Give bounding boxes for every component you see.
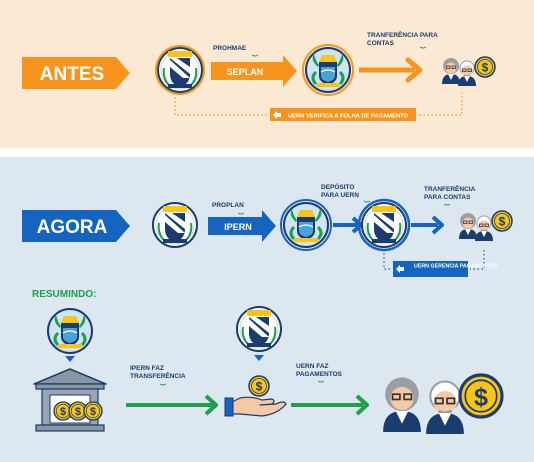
- resumindo-title: RESUMINDO:: [32, 289, 96, 300]
- svg-text:$: $: [60, 406, 66, 418]
- coin-icon: $: [53, 401, 73, 421]
- state-coat-of-arms-icon: [46, 307, 94, 355]
- caption-tick: [237, 212, 245, 215]
- svg-text:$: $: [256, 380, 263, 394]
- svg-text:$: $: [474, 383, 488, 411]
- antes-title: ANTES: [40, 64, 104, 85]
- caption-tick: [363, 200, 371, 203]
- antes-step2-caption: TRANFERÊNCIA PARA CONTAS: [367, 32, 438, 47]
- agora-title-banner: AGORA: [22, 210, 130, 242]
- down-pointer: [65, 356, 75, 362]
- agora-arrow-1: IPERN: [208, 210, 276, 242]
- antes-return-path: [174, 92, 463, 116]
- svg-text:$: $: [90, 406, 96, 418]
- caption-tick: [443, 203, 451, 206]
- agora-step2-caption: DEPÓSITO PARA UERN: [321, 184, 359, 199]
- down-pointer: [254, 355, 264, 361]
- svg-text:$: $: [499, 215, 506, 229]
- antes-return-label: UERN VERIFICA A FOLHA DE PAGAMENTO: [288, 114, 409, 120]
- agora-step3-caption: TRANFERÊNCIA PARA CONTAS: [424, 186, 476, 201]
- coin-icon: $: [474, 56, 496, 78]
- bank-icon: [33, 368, 107, 432]
- agora-return-banner: UERN GERENCIA PAGAMENTOS: [393, 261, 498, 277]
- agora-title: AGORA: [37, 217, 108, 238]
- people-icon: $: [441, 56, 496, 87]
- antes-arrow-1: SEPLAN: [211, 55, 297, 87]
- people-icon: $: [458, 210, 513, 242]
- antes-title-banner: ANTES: [22, 57, 130, 89]
- caption-tick: [317, 380, 325, 383]
- hand-coin-icon: $: [224, 375, 287, 417]
- state-coat-of-arms-icon: [304, 46, 352, 94]
- resumindo-arrow-2: [291, 394, 369, 416]
- uern-seal-icon: [361, 202, 407, 248]
- coin-icon: $: [491, 210, 513, 232]
- svg-text:$: $: [75, 406, 81, 418]
- arms-ring: [302, 44, 354, 96]
- agora-return-path: [383, 250, 485, 270]
- antes-step1-caption: PROHMAE: [213, 45, 247, 52]
- resumindo-step1-caption: IPERN FAZ TRANSFERÊNCIA: [130, 365, 186, 380]
- people-icon: $: [382, 373, 504, 436]
- agora-arrow-1-label: IPERN: [224, 222, 252, 232]
- seal-ring: [357, 198, 411, 252]
- uern-seal-icon: [157, 47, 203, 93]
- svg-text:$: $: [482, 61, 489, 75]
- coin-icon: $: [68, 401, 88, 421]
- antes-arrow-1-label: SEPLAN: [227, 67, 264, 77]
- caption-tick: [159, 383, 167, 386]
- uern-seal-icon: [152, 202, 198, 248]
- coin-icon: $: [458, 373, 504, 419]
- arms-ring: [280, 199, 332, 251]
- agora-arrow-2: [333, 216, 363, 234]
- agora-return-label: UERN GERENCIA PAGAMENTOS: [414, 264, 498, 270]
- state-coat-of-arms-icon: [282, 201, 330, 249]
- coin-icon: $: [83, 401, 103, 421]
- caption-tick: [251, 54, 259, 57]
- uern-seal-icon: [236, 306, 282, 352]
- seal-ring: [155, 45, 205, 95]
- agora-arrow-3: [411, 215, 444, 235]
- resumindo-arrow-1: [126, 394, 218, 416]
- antes-return-banner: UERN VERIFICA A FOLHA DE PAGAMENTO: [270, 108, 416, 121]
- antes-arrow-2: [359, 57, 423, 83]
- caption-tick: [419, 46, 427, 49]
- agora-step1-caption: PROPLAN: [212, 202, 244, 209]
- resumindo-step2-caption: UERN FAZ PAGAMENTOS: [296, 363, 342, 378]
